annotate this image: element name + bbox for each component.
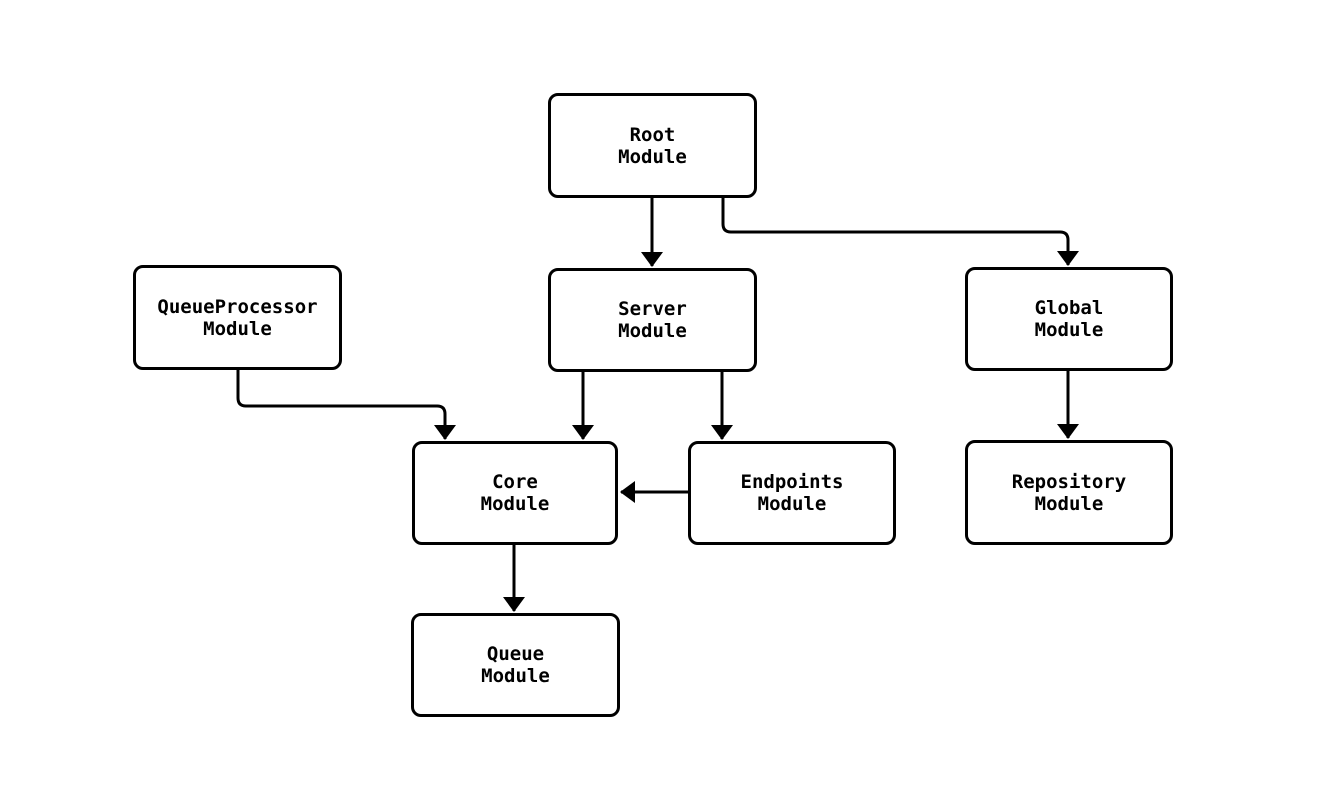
node-queue-processor-module: QueueProcessor Module (133, 265, 342, 370)
node-root-module: Root Module (548, 93, 757, 198)
node-endpoints-module: Endpoints Module (688, 441, 896, 545)
node-global-module-label: Global Module (1034, 297, 1104, 341)
node-root-module-label: Root Module (618, 123, 687, 168)
node-global-module: Global Module (965, 267, 1173, 371)
edge-root-to-global (721, 198, 1079, 266)
node-repository-module-label: Repository Module (1011, 470, 1127, 515)
node-endpoints-module-label: Endpoints Module (740, 471, 844, 515)
node-server-module: Server Module (548, 268, 757, 372)
node-queue-module: Queue Module (411, 613, 620, 717)
node-core-module-label: Core Module (480, 471, 550, 515)
node-queue-processor-module-label: QueueProcessor Module (157, 295, 318, 340)
node-server-module-label: Server Module (618, 298, 687, 342)
edge-queue-processor-to-core (236, 370, 456, 440)
node-core-module: Core Module (412, 441, 618, 545)
node-repository-module: Repository Module (965, 440, 1173, 545)
node-queue-module-label: Queue Module (481, 643, 550, 687)
